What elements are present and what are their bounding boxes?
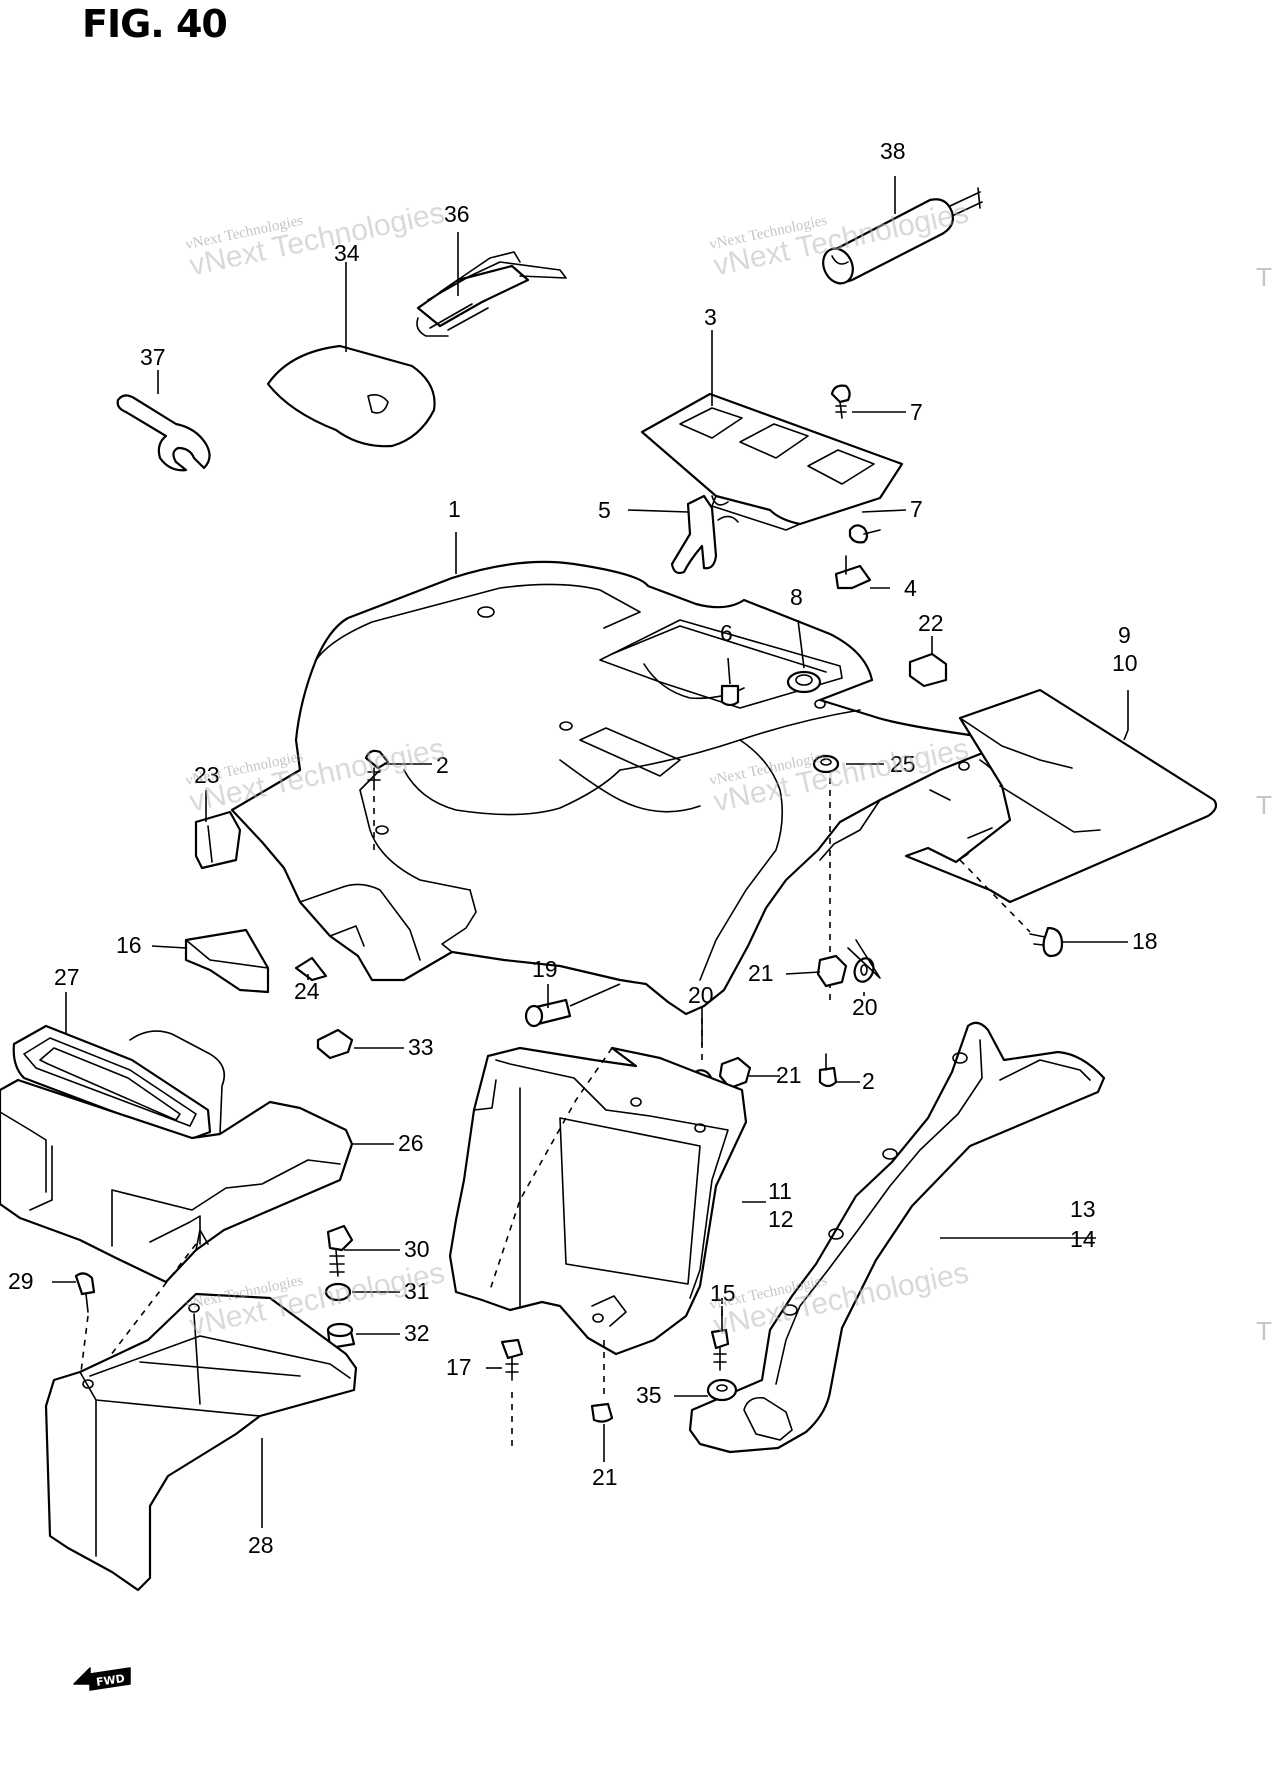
callout-26: 26 xyxy=(398,1130,424,1156)
callout-35: 35 xyxy=(636,1382,662,1408)
callout-17: 17 xyxy=(446,1354,472,1380)
callout-7-upper: 7 xyxy=(910,399,923,425)
callout-22: 22 xyxy=(918,610,944,636)
callout-37: 37 xyxy=(140,344,166,370)
part-33-pad xyxy=(316,1028,354,1060)
callout-7-lower: 7 xyxy=(910,496,923,522)
callout-32: 32 xyxy=(404,1320,430,1346)
part-5-bracket xyxy=(670,494,739,575)
callout-33: 33 xyxy=(408,1034,434,1060)
callout-36: 36 xyxy=(444,201,470,227)
part-2-bolt xyxy=(364,749,390,791)
part-15-bolt xyxy=(710,1328,730,1371)
part-11-inner-fender xyxy=(448,1046,748,1356)
callout-2-upper: 2 xyxy=(436,752,449,778)
callout-2-lower: 2 xyxy=(862,1068,875,1094)
part-2-bolt-b xyxy=(818,1053,838,1088)
part-37-wrench xyxy=(116,394,211,472)
part-3-tray xyxy=(640,392,904,531)
part-7-bolts xyxy=(830,384,881,544)
part-21-nut-a xyxy=(816,954,848,988)
part-13-side-guard xyxy=(688,1021,1106,1454)
part-1-rear-fender xyxy=(230,560,1011,1016)
guide-line-18 xyxy=(959,859,1031,933)
callout-3: 3 xyxy=(704,304,717,330)
callout-1: 1 xyxy=(448,496,461,522)
callout-5: 5 xyxy=(598,497,611,523)
part-38-tube xyxy=(822,187,983,285)
callout-15: 15 xyxy=(710,1280,736,1306)
callout-9: 9 xyxy=(1118,622,1131,648)
leader-20-v xyxy=(847,939,881,979)
callout-25: 25 xyxy=(890,751,916,777)
callout-11: 11 xyxy=(768,1178,792,1204)
callout-38: 38 xyxy=(880,138,906,164)
part-20-washer-b xyxy=(853,957,875,983)
fwd-label: FWD xyxy=(95,1672,125,1689)
callout-6: 6 xyxy=(720,620,733,646)
callout-14: 14 xyxy=(1070,1226,1096,1252)
callout-10: 10 xyxy=(1112,650,1138,676)
callout-28: 28 xyxy=(248,1532,274,1558)
callout-21-mid: 21 xyxy=(776,1062,802,1088)
part-9-flap xyxy=(904,688,1218,904)
callout-18: 18 xyxy=(1132,928,1158,954)
part-25-washer xyxy=(812,754,840,774)
guide-line-29 xyxy=(79,1315,89,1381)
part-24-small xyxy=(294,956,328,982)
part-21-nut-c xyxy=(590,1402,614,1423)
callout-20-right: 20 xyxy=(852,994,878,1020)
callout-16: 16 xyxy=(116,932,142,958)
callout-27: 27 xyxy=(54,964,80,990)
part-16-pad xyxy=(184,928,270,994)
callout-23: 23 xyxy=(194,762,220,788)
watermark-edge-3: T xyxy=(1256,1316,1272,1346)
part-28-lower-guard xyxy=(44,1292,358,1592)
part-18-bolt xyxy=(1029,926,1064,958)
part-34-pouch xyxy=(266,344,436,448)
part-29-bolt xyxy=(74,1272,96,1313)
leader-lines xyxy=(52,176,1129,1528)
part-35-washer xyxy=(706,1378,738,1402)
part-23-rubber xyxy=(194,810,242,870)
callout-4: 4 xyxy=(904,575,917,601)
figure-title: FIG. 40 xyxy=(82,2,228,46)
watermark-edge-2: T xyxy=(1256,790,1272,820)
leader-19-line xyxy=(569,983,621,1007)
part-22-pad xyxy=(908,652,948,688)
guide-line-11 xyxy=(489,1047,613,1291)
callout-30: 30 xyxy=(404,1236,430,1262)
part-36-clip xyxy=(416,251,567,337)
callout-21-upper: 21 xyxy=(748,960,774,986)
callout-20-left: 20 xyxy=(688,982,714,1008)
part-8-grommet xyxy=(786,670,822,694)
callout-31: 31 xyxy=(404,1278,430,1304)
part-21-nut-b xyxy=(718,1056,752,1090)
watermark-edge-1: T xyxy=(1256,262,1272,292)
part-26-airbox xyxy=(0,1030,354,1284)
forward-arrow-icon: FWD xyxy=(72,1664,134,1692)
callout-29: 29 xyxy=(8,1268,34,1294)
callout-8: 8 xyxy=(790,584,803,610)
part-6-plug xyxy=(720,684,740,707)
part-19-bolt xyxy=(524,998,572,1028)
callout-21-lower: 21 xyxy=(592,1464,618,1490)
part-30-bolt xyxy=(326,1224,354,1277)
part-17-bolt xyxy=(500,1338,524,1381)
part-4-clip xyxy=(834,555,872,590)
callout-19: 19 xyxy=(532,956,558,982)
callout-24: 24 xyxy=(294,978,320,1004)
callout-12: 12 xyxy=(768,1206,794,1232)
part-27-frame xyxy=(12,1024,212,1142)
callout-13: 13 xyxy=(1070,1196,1096,1222)
part-31-washer xyxy=(324,1282,352,1302)
callout-34: 34 xyxy=(334,240,360,266)
